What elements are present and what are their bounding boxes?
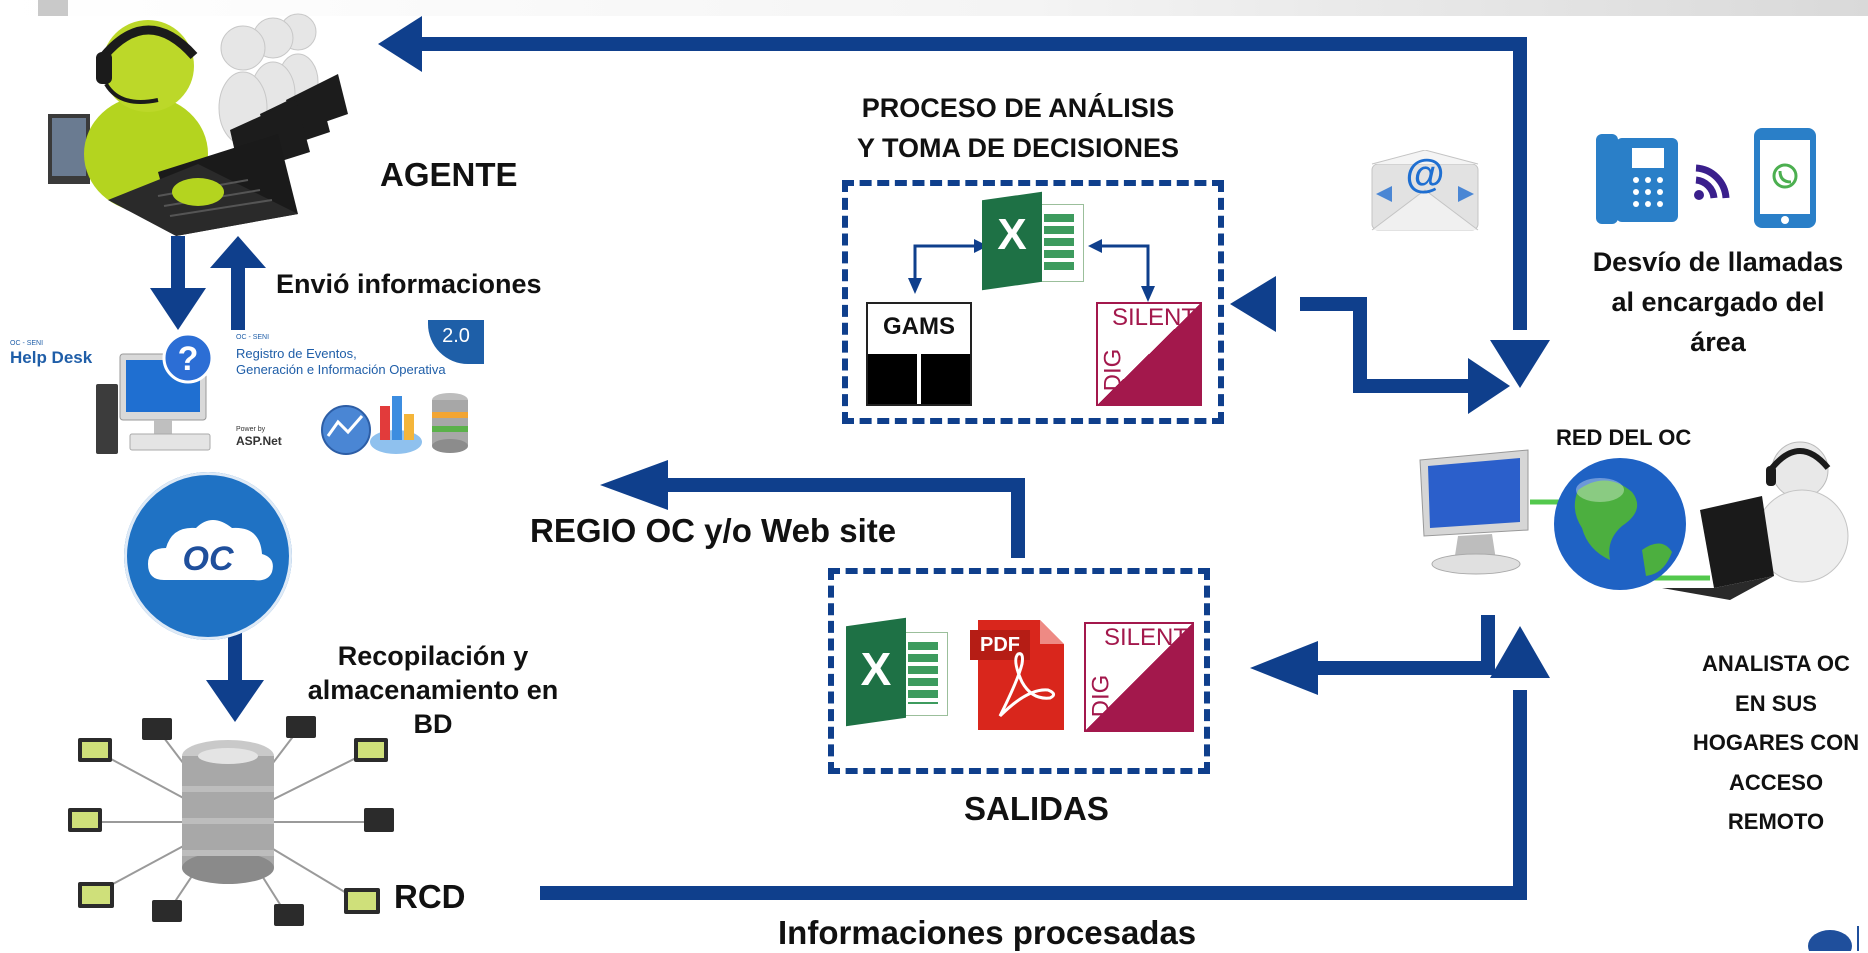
desvio-line3: área [1690,326,1746,357]
registro-small-label: OC - SENI [236,334,270,341]
regio-label: REGIO OC y/o Web site [530,512,897,549]
info-procesadas-label: Informaciones procesadas [778,914,1197,951]
agent-callcenter-icon [48,13,348,236]
desvio-line2: al encargado del [1611,286,1825,317]
version-badge: 2.0 [428,320,484,364]
analista-line1: ANALISTA OC [1702,651,1850,676]
oc-corner-logo [1808,926,1859,951]
arrow-rcd-to-red [540,690,1527,900]
arrowhead-envio-up [210,236,266,268]
wifi-signal-icon [1694,164,1730,200]
recopilacion-label: Recopilación y almacenamiento en BD [274,640,592,741]
arrowhead-to-red-mid [1468,358,1510,414]
acrobat-icon [998,652,1055,718]
arrowhead-to-agente [378,16,422,72]
svg-text:?: ? [178,340,199,378]
recop-line3: BD [413,708,453,739]
oc-cloud-text: OC [182,540,234,578]
arrowhead-to-regio [600,460,668,510]
arrow-excel-to-red [1300,297,1480,393]
email-icon [1371,150,1479,231]
gams-label: GAMS [883,313,955,340]
network-globe-icon [1419,441,1849,600]
desk-phone-icon [1596,134,1678,224]
digsilent-icon-analysis: SILENT DIG [1096,302,1202,406]
salidas-box [828,568,1210,774]
excel-icon-salidas: X [846,617,950,727]
small-arrow-gams-excel [913,244,980,280]
gams-icon: GAMS [866,302,972,406]
analista-line2: EN SUS [1735,690,1817,716]
proceso-line2: Y TOMA DE DECISIONES [856,132,1180,163]
registro-line1: Registro de Eventos, [236,346,357,361]
excel-icon-analysis: X [982,191,1086,291]
desvio-line1: Desvío de llamadas [1592,247,1844,277]
envio-label: Envió informaciones [276,269,542,299]
corner-tab [38,0,68,16]
analista-line5: REMOTO [1727,809,1825,834]
analista-line3: HOGARES CON [1692,730,1860,755]
analista-label: ANALISTA OC EN SUS HOGARES CON ACCESO RE… [1686,650,1866,836]
salidas-label: SALIDAS [964,790,1109,827]
rcd-label: RCD [394,878,466,915]
arrowhead-to-salidas [1250,641,1318,695]
cloud-icon [148,520,273,581]
arrowhead-envio-down [150,288,206,330]
arrowhead-to-db [206,680,264,722]
arrow-red-to-salidas [1310,615,1495,675]
smartphone-icon [1754,128,1816,228]
analysis-box [842,180,1224,424]
desktop-computer-icon: ? [96,334,212,454]
dig-silent-top-b: SILENT [1103,624,1188,651]
arrow-salidas-to-regio [660,478,1025,558]
dig-silent-side-b: DIG [1087,674,1115,718]
arrowhead-to-excel [1230,276,1276,332]
proceso-line1: PROCESO DE ANÁLISIS [861,93,1175,123]
excel-x-analysis: X [997,210,1027,259]
pdf-tag: PDF [970,630,1030,660]
proceso-title: PROCESO DE ANÁLISIS Y TOMA DE DECISIONES [818,92,1218,166]
dig-silent-top-a: SILENT [1111,304,1196,331]
desvio-label: Desvío de llamadas al encargado del área [1568,246,1868,359]
pdf-icon: PDF [970,620,1064,730]
oc-cloud-logo: OC [124,472,292,640]
small-arrow-excel-dig [1096,244,1150,290]
analytics-icons [321,393,468,455]
arrowhead-to-red-bottom [1490,626,1550,678]
digsilent-icon-salidas: SILENT DIG [1084,622,1194,732]
software-panel: OC - SENI Help Desk ? OC - SENI Registro… [8,320,484,460]
top-bar [0,0,1868,16]
arrow-top-return [410,37,1527,330]
registro-line2: Generación e Información Operativa [236,362,446,377]
analista-line4: ACCESO [1728,769,1824,795]
excel-x-salidas: X [860,643,892,695]
aspnet-label: ASP.Net [236,434,282,448]
powered-label: Power by [236,426,266,433]
dig-silent-side-a: DIG [1099,348,1127,392]
arrowhead-to-red-top [1490,340,1550,388]
helpdesk-label: Help Desk [10,348,93,367]
helpdesk-small-label: OC - SENI [10,340,44,347]
version-label: 2.0 [442,325,470,347]
agente-label: AGENTE [380,156,518,193]
database-network-icon [68,716,394,926]
red-label: RED DEL OC [1556,425,1692,450]
email-at-symbol: @ [1405,152,1445,196]
recop-line1: Recopilación y [337,641,529,671]
recop-line2: almacenamiento en [307,674,559,705]
